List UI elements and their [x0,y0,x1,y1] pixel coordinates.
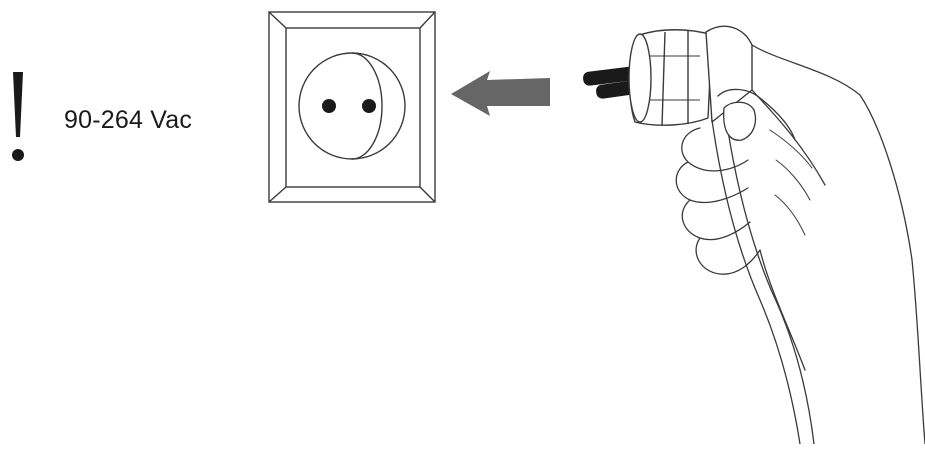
insert-direction-arrow-icon [451,71,550,116]
socket-hole-right [362,99,376,113]
wall-socket-icon [268,11,436,203]
voltage-rating-text: 90-264 Vac [64,106,193,134]
power-plug-icon [628,25,753,127]
socket-outer-frame [268,11,436,203]
socket-inner-frame [285,27,421,188]
socket-hole-left [322,99,336,113]
hand-icon [675,44,925,445]
exclamation-mark-icon [12,72,24,161]
